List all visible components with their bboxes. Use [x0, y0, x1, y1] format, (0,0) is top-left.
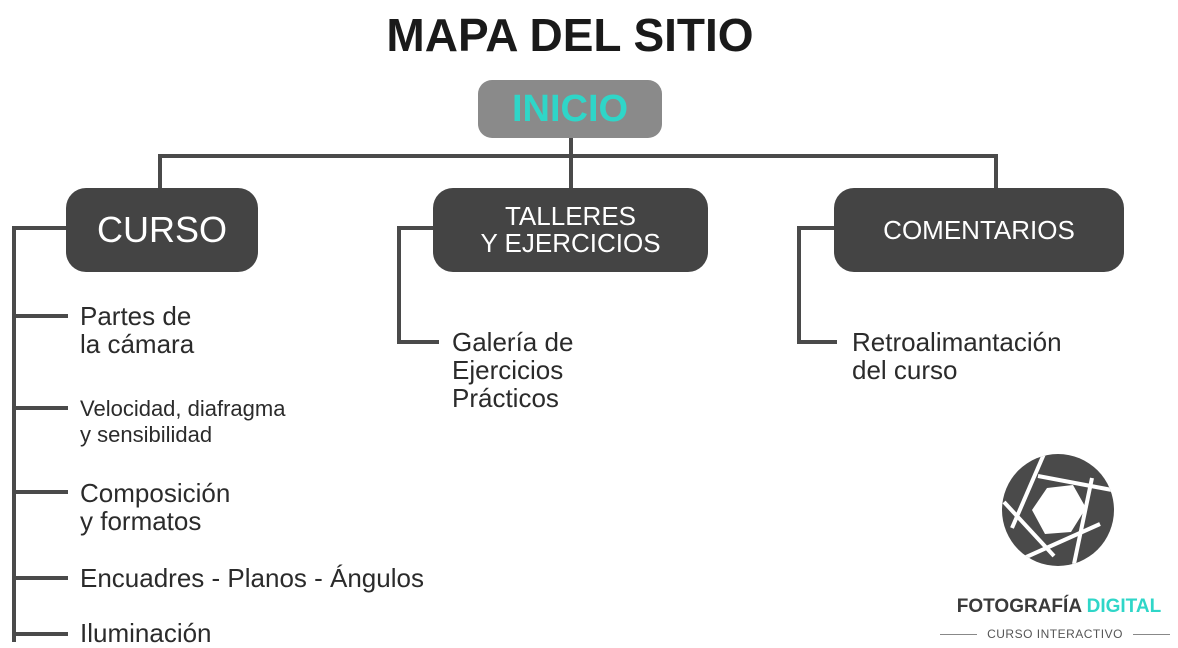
comentarios-branch-tick — [797, 340, 837, 344]
tagline-rule-left — [940, 633, 978, 635]
talleres-label: TALLERES Y EJERCICIOS — [480, 201, 661, 258]
talleres-item-galeria[interactable]: Galería de Ejercicios Prácticos — [452, 327, 574, 413]
connector-curso-down — [158, 154, 162, 188]
talleres-node[interactable]: TALLERES Y EJERCICIOS — [433, 188, 708, 272]
curso-label: CURSO — [96, 209, 227, 250]
curso-item-encuadres[interactable]: Encuadres - Planos - Ángulos — [80, 563, 424, 593]
curso-item-iluminacion[interactable]: Iluminación — [80, 618, 212, 648]
comentarios-node[interactable]: COMENTARIOS — [834, 188, 1124, 272]
curso-branch-tick-3 — [12, 490, 68, 494]
curso-branch-horizontal-top — [12, 226, 66, 230]
curso-branch-tick-4 — [12, 576, 68, 580]
curso-branch-tick-5 — [12, 632, 68, 636]
curso-item-velocidad[interactable]: Velocidad, diafragma y sensibilidad — [80, 396, 286, 447]
brand-name: FOTOGRAFÍA DIGITAL — [940, 596, 1178, 618]
comentarios-label: COMENTARIOS — [883, 214, 1075, 245]
brand-tagline-row: CURSO INTERACTIVO — [940, 626, 1170, 642]
comentarios-branch-vertical — [797, 226, 801, 344]
inicio-label: INICIO — [511, 87, 629, 130]
brand-name-main: FOTOGRAFÍA — [956, 596, 1082, 617]
curso-branch-tick-2 — [12, 406, 68, 410]
brand-name-accent: DIGITAL — [1086, 596, 1162, 617]
connector-root-down — [569, 138, 573, 156]
comentarios-item-retro[interactable]: Retroalimantación del curso — [852, 327, 1062, 385]
comentarios-branch-horizontal-top — [797, 226, 834, 230]
curso-node[interactable]: CURSO — [66, 188, 258, 272]
talleres-branch-horizontal-top — [397, 226, 433, 230]
curso-item-partes[interactable]: Partes de la cámara — [80, 301, 195, 359]
talleres-branch-tick — [397, 340, 439, 344]
connector-talleres-down — [569, 154, 573, 188]
talleres-branch-vertical — [397, 226, 401, 344]
connector-comentarios-down — [994, 154, 998, 188]
tagline-rule-right — [1132, 633, 1170, 635]
inicio-node[interactable]: INICIO — [478, 80, 662, 138]
camera-aperture-icon — [1002, 454, 1114, 566]
page-title: MAPA DEL SITIO — [386, 9, 754, 61]
curso-branch-tick-1 — [12, 314, 68, 318]
curso-item-composicion[interactable]: Composición y formatos — [80, 478, 231, 536]
connector-horizontal — [158, 154, 998, 158]
curso-branch-vertical — [12, 226, 16, 642]
brand-tagline: CURSO INTERACTIVO — [987, 627, 1123, 641]
